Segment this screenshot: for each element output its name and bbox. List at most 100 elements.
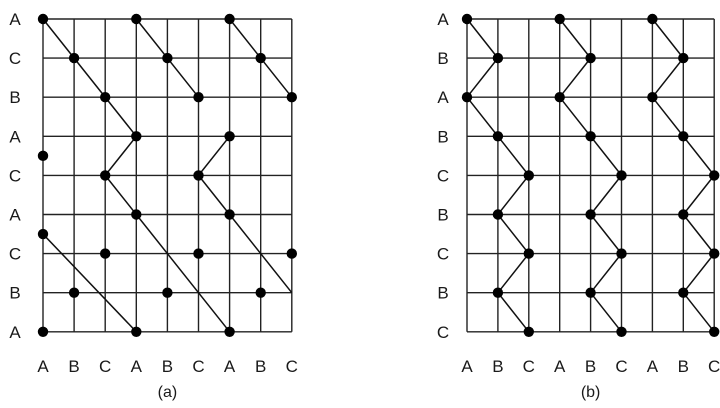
lattice-node xyxy=(224,209,235,220)
x-label: C xyxy=(615,357,627,376)
x-label: B xyxy=(678,357,689,376)
lattice-node xyxy=(224,13,235,25)
diagram-caption: (b) xyxy=(581,384,601,401)
lattice-node xyxy=(193,248,204,259)
lattice-edge xyxy=(590,214,623,255)
lattice-node xyxy=(709,170,720,181)
lattice-edge xyxy=(590,292,623,333)
lattice-node xyxy=(68,52,80,64)
diagram-caption: (a) xyxy=(158,384,178,401)
lattice-node xyxy=(678,131,689,142)
lattice-node xyxy=(131,131,142,142)
y-label: A xyxy=(9,127,21,146)
lattice-edge xyxy=(651,57,684,98)
lattice-edge xyxy=(682,253,715,294)
lattice-node xyxy=(131,326,142,337)
lattice-node xyxy=(647,13,658,25)
lattice-node xyxy=(678,287,689,298)
lattice-node xyxy=(709,326,720,337)
lattice-node xyxy=(616,326,627,337)
y-label: B xyxy=(437,127,448,146)
lattice-node xyxy=(492,209,504,220)
x-label: A xyxy=(461,357,473,376)
y-label: A xyxy=(9,206,21,225)
lattice-node xyxy=(585,209,596,220)
x-label: A xyxy=(647,357,659,376)
lattice-node xyxy=(224,326,235,337)
lattice-edge xyxy=(590,253,623,294)
lattice-node xyxy=(616,170,627,181)
lattice-node xyxy=(193,92,204,103)
lattice-edge xyxy=(559,18,592,59)
lattice-edge xyxy=(104,135,137,176)
x-label: C xyxy=(99,357,111,376)
y-label: C xyxy=(437,323,449,342)
x-label: A xyxy=(224,357,236,376)
lattice-node xyxy=(647,92,658,103)
lattice-edge xyxy=(135,214,231,333)
x-label: B xyxy=(162,357,173,376)
x-label: B xyxy=(585,357,596,376)
lattice-node xyxy=(616,248,627,259)
lattice-edge xyxy=(682,174,715,215)
lattice-node xyxy=(255,52,266,64)
lattice-node xyxy=(461,13,473,25)
lattice-node xyxy=(523,170,534,181)
lattice-node xyxy=(523,326,534,337)
x-label: C xyxy=(708,357,720,376)
lattice-edge xyxy=(682,214,715,255)
lattice-edge xyxy=(497,253,530,294)
y-label: C xyxy=(437,166,449,185)
lattice-edge xyxy=(497,214,530,255)
y-label: B xyxy=(437,206,448,225)
lattice-node xyxy=(585,131,596,142)
lattice-node xyxy=(224,131,235,142)
x-label: A xyxy=(37,357,49,376)
lattice-edge xyxy=(497,174,530,215)
lattice-edge xyxy=(197,135,231,176)
lattice-edge xyxy=(682,292,715,333)
y-label: A xyxy=(9,323,21,342)
y-label: C xyxy=(9,49,21,68)
lattice-node xyxy=(286,92,297,103)
lattice-node xyxy=(523,248,534,259)
lattice-node xyxy=(492,52,504,64)
lattice-edge xyxy=(466,57,499,98)
lattice-edge xyxy=(42,18,137,137)
lattice-node xyxy=(131,209,142,220)
lattice-node xyxy=(585,52,596,64)
lattice-node xyxy=(100,170,111,181)
lattice-node xyxy=(37,326,49,337)
lattice-node xyxy=(492,131,504,142)
lattice-edge xyxy=(229,214,293,294)
lattice-node xyxy=(68,287,80,298)
lattice-edge xyxy=(559,57,592,98)
lattice-node xyxy=(162,52,173,64)
lattice-node xyxy=(554,13,565,25)
x-label: A xyxy=(131,357,143,376)
lattice-node xyxy=(554,92,565,103)
lattice-node xyxy=(100,248,111,259)
x-label: C xyxy=(286,357,298,376)
y-label: C xyxy=(9,245,21,264)
lattice-node xyxy=(131,13,142,25)
x-label: C xyxy=(192,357,204,376)
lattice-edge xyxy=(497,292,530,333)
lattice-edge xyxy=(651,18,684,59)
x-label: B xyxy=(492,357,503,376)
y-label: B xyxy=(437,284,448,303)
y-label: A xyxy=(437,88,449,107)
lattice-node xyxy=(100,92,111,103)
lattice-edge xyxy=(466,18,499,59)
x-label: B xyxy=(68,357,79,376)
lattice-node xyxy=(492,287,504,298)
x-label: B xyxy=(255,357,266,376)
lattice-edge xyxy=(197,174,231,215)
lattice-edge xyxy=(42,233,137,333)
lattice-node xyxy=(286,248,297,259)
lattice-node xyxy=(461,92,473,103)
x-label: C xyxy=(523,357,535,376)
